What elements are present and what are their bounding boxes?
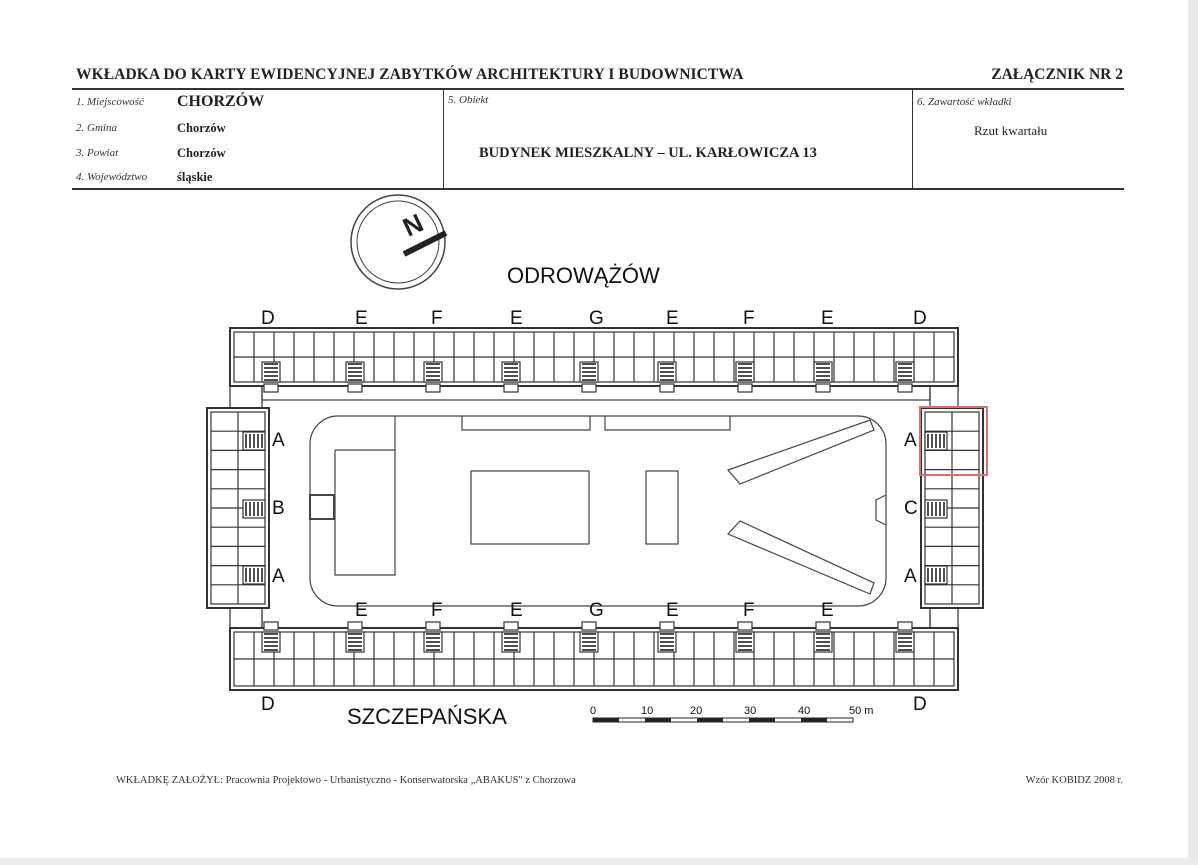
wing-label-top: F <box>743 308 755 329</box>
object-label: 5. Obiekt <box>448 94 489 106</box>
wing-east <box>920 407 984 609</box>
north-arrow-pointer <box>402 230 448 257</box>
wing-label-top: G <box>589 308 604 329</box>
wing-label-left: A <box>272 430 285 451</box>
wing-west <box>206 407 270 609</box>
staircase <box>345 621 365 653</box>
scale-tick-label: 20 <box>690 705 702 717</box>
staircase <box>261 361 281 393</box>
corner-links <box>229 608 959 628</box>
wing-label-right: C <box>904 498 918 519</box>
wing-label-right: A <box>904 430 917 451</box>
staircase <box>895 621 915 653</box>
content-value: Rzut kwartału <box>974 123 1048 138</box>
staircase <box>501 621 521 653</box>
staircase <box>657 361 677 393</box>
commune-label: 2. Gmina <box>76 122 117 134</box>
staircase <box>242 431 266 451</box>
staircase <box>423 361 443 393</box>
header-top-rule <box>72 88 1124 90</box>
staircase <box>813 621 833 653</box>
street-odrowazow: ODROWĄŻÓW <box>507 263 660 288</box>
wing-label-bottom: G <box>589 600 604 621</box>
staircase <box>813 361 833 393</box>
highlighted-building <box>919 406 988 476</box>
staircase <box>924 565 948 585</box>
north-arrow: N <box>350 194 448 290</box>
wing-label-bottom: E <box>355 600 368 621</box>
voivodeship-label: 4. Województwo <box>76 171 148 183</box>
wing-label-left: B <box>272 498 285 519</box>
footer-template: Wzór KOBIDZ 2008 r. <box>1025 775 1123 786</box>
staircase <box>735 361 755 393</box>
staircase <box>924 431 948 451</box>
locality-label: 1. Miejscowość <box>76 96 144 108</box>
street-szczepanska: SZCZEPAŃSKA <box>347 704 507 729</box>
voivodeship-value: śląskie <box>177 170 213 184</box>
wing-label-right: A <box>904 566 917 587</box>
wing-south <box>229 621 959 691</box>
staircase <box>579 621 599 653</box>
page-edge-bottom <box>0 858 1198 865</box>
district-value: Chorzów <box>177 146 226 160</box>
locality-value: CHORZÓW <box>177 93 265 110</box>
scale-tick-label: 30 <box>744 705 756 717</box>
staircase <box>242 499 266 519</box>
staircase <box>261 621 281 653</box>
wing-label-corner: D <box>261 694 275 715</box>
header-bottom-rule <box>72 188 1124 190</box>
footer-author: WKŁADKĘ ZAŁOŻYŁ: Pracownia Projektowo - … <box>116 775 576 786</box>
wing-label-bottom: F <box>431 600 443 621</box>
staircase <box>501 361 521 393</box>
wing-label-bottom: E <box>821 600 834 621</box>
scale-tick-label: 40 <box>798 705 810 717</box>
staircase <box>735 621 755 653</box>
staircase <box>657 621 677 653</box>
courtyard <box>261 386 931 629</box>
wing-north <box>229 327 959 393</box>
staircase <box>423 621 443 653</box>
scale-bar: 0 10 20 30 40 50 m <box>590 705 873 723</box>
content-label: 6. Zawartość wkładki <box>917 96 1012 108</box>
scale-tick-label: 0 <box>590 705 596 717</box>
wing-label-top: D <box>261 308 275 329</box>
district-label: 3. Powiat <box>76 147 119 159</box>
staircase <box>895 361 915 393</box>
wing-label-corner: D <box>913 694 927 715</box>
wing-label-left: A <box>272 566 285 587</box>
wing-label-top: E <box>355 308 368 329</box>
scale-tick-label: 10 <box>641 705 653 717</box>
wing-label-top: E <box>821 308 834 329</box>
wing-label-bottom: E <box>666 600 679 621</box>
wing-label-top: F <box>431 308 443 329</box>
form-title: WKŁADKA DO KARTY EWIDENCYJNEJ ZABYTKÓW A… <box>76 66 744 83</box>
wing-label-bottom: E <box>510 600 523 621</box>
column-divider-1 <box>443 89 444 188</box>
staircase <box>242 565 266 585</box>
annex-number: ZAŁĄCZNIK NR 2 <box>991 66 1123 83</box>
page-edge-right <box>1188 0 1198 865</box>
wing-label-top: D <box>913 308 927 329</box>
wing-label-top: E <box>510 308 523 329</box>
staircase <box>579 361 599 393</box>
commune-value: Chorzów <box>177 121 226 135</box>
wing-label-bottom: F <box>743 600 755 621</box>
corner-links <box>229 386 959 408</box>
scale-tick-label: 50 m <box>849 705 873 717</box>
north-letter: N <box>398 207 428 242</box>
staircase <box>345 361 365 393</box>
object-value: BUDYNEK MIESZKALNY – UL. KARŁOWICZA 13 <box>479 145 817 161</box>
staircase <box>924 499 948 519</box>
column-divider-2 <box>912 89 913 188</box>
wing-label-top: E <box>666 308 679 329</box>
